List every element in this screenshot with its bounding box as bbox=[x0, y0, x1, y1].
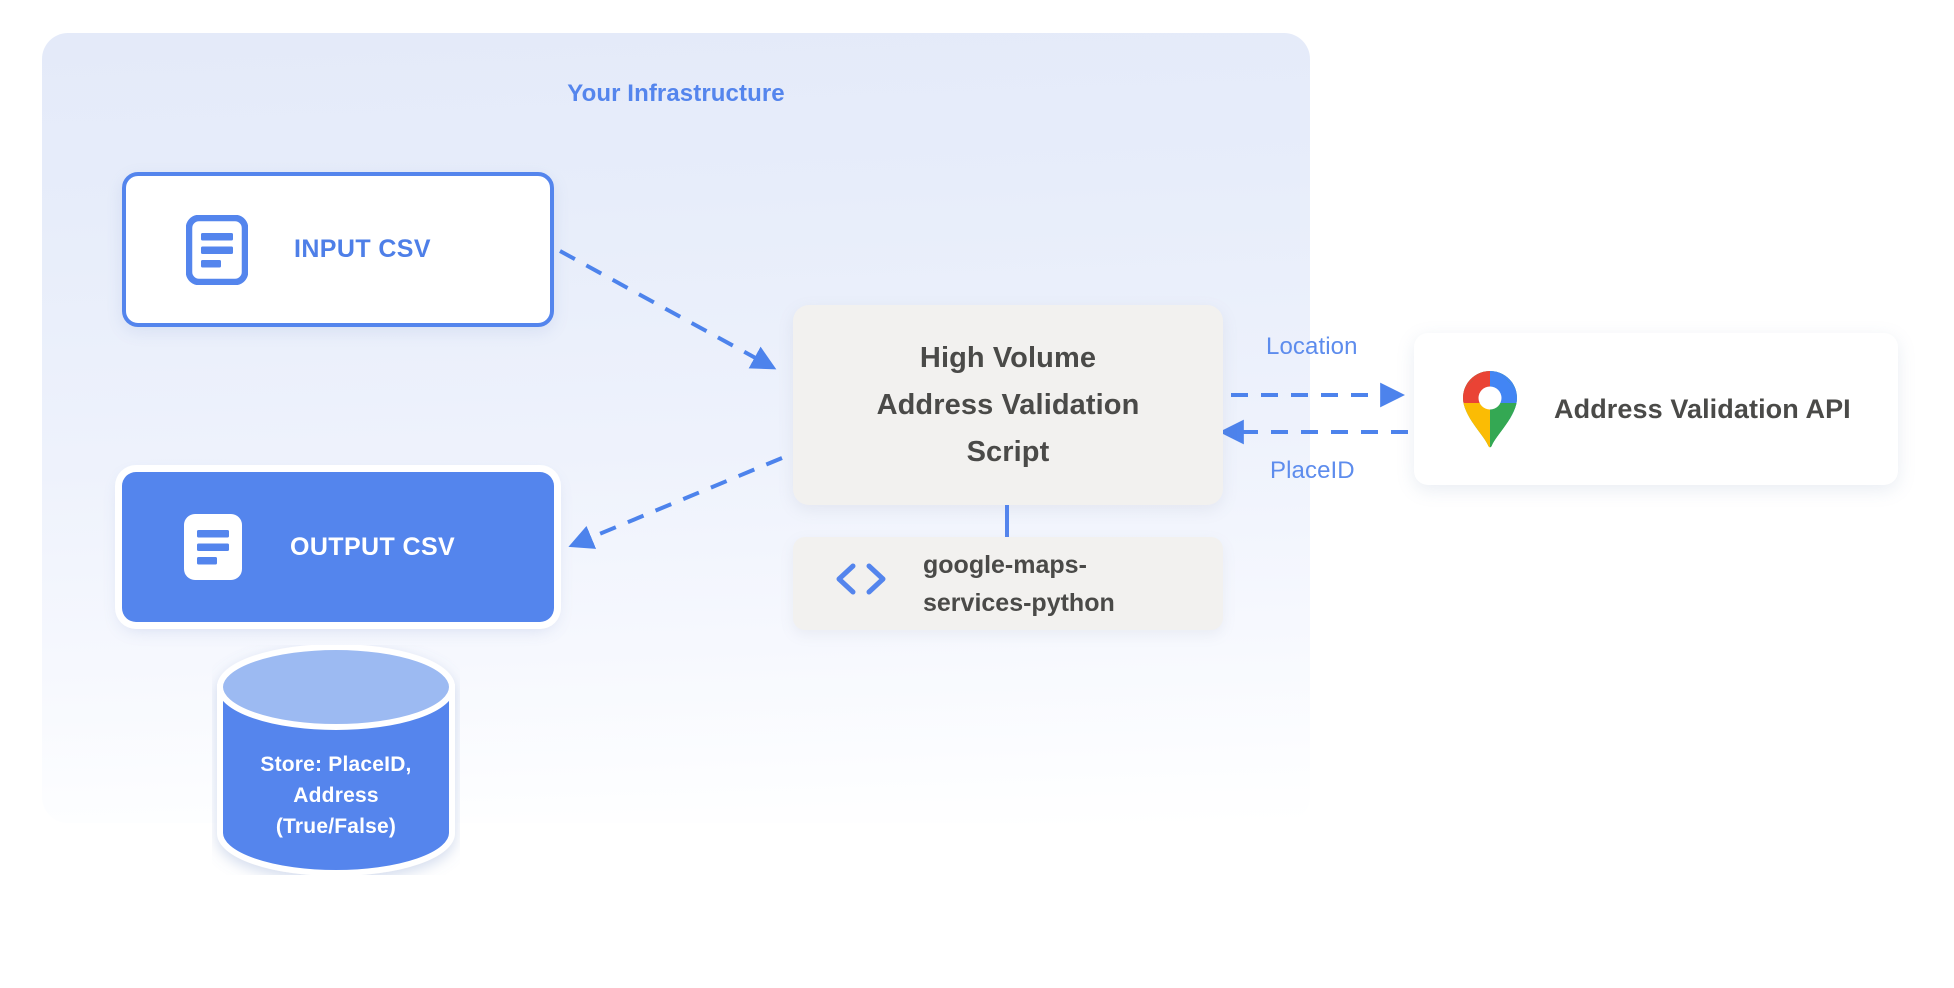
output-csv-label: OUTPUT CSV bbox=[290, 532, 456, 561]
script-title-line1: High Volume bbox=[919, 341, 1097, 374]
cylinder-shape bbox=[217, 644, 455, 876]
node-address-validation-api[interactable]: Address Validation API bbox=[1414, 333, 1898, 485]
api-label: Address Validation API bbox=[1554, 393, 1851, 424]
document-lines-icon bbox=[185, 214, 249, 285]
node-input-csv[interactable]: INPUT CSV bbox=[122, 172, 554, 327]
client-library-label: google-maps- services-python bbox=[923, 546, 1115, 622]
client-library-line2: services-python bbox=[923, 588, 1115, 617]
script-title-line3: Script bbox=[966, 435, 1050, 468]
panel-title: Your Infrastructure bbox=[567, 80, 785, 107]
client-library-line1: google-maps- bbox=[923, 550, 1087, 579]
code-brackets-icon bbox=[833, 562, 889, 605]
input-csv-label: INPUT CSV bbox=[294, 235, 431, 263]
edge-label-location: Location bbox=[1266, 333, 1358, 360]
document-lines-icon bbox=[182, 512, 244, 582]
script-library-connector bbox=[1005, 505, 1009, 539]
node-validation-script[interactable]: High Volume Address Validation Script bbox=[793, 305, 1223, 505]
edge-label-placeid: PlaceID bbox=[1270, 457, 1355, 484]
node-database[interactable]: Store: PlaceID, Address (True/False) bbox=[212, 644, 460, 876]
node-output-csv[interactable]: OUTPUT CSV bbox=[122, 472, 554, 622]
script-title-line2: Address Validation bbox=[876, 388, 1140, 421]
node-client-library[interactable]: google-maps- services-python bbox=[793, 537, 1223, 630]
google-maps-pin-icon bbox=[1458, 369, 1522, 449]
